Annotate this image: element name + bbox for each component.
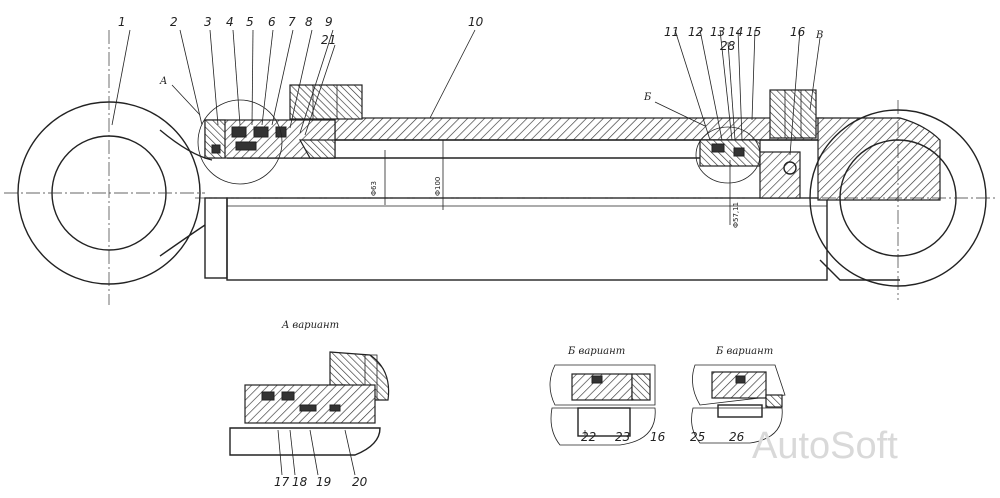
detail-b1-rod <box>550 407 656 446</box>
piston-nut <box>759 151 801 199</box>
callout-5: 5 <box>246 15 254 29</box>
cylinder-cap <box>817 117 941 201</box>
detail-a-callout-18: 18 <box>292 475 308 489</box>
callout-28: 28 <box>720 39 736 53</box>
detail-circle-a <box>197 99 283 185</box>
callout-1: 1 <box>118 15 126 29</box>
detail-b2-callout-26: 26 <box>729 430 745 444</box>
detail-b1-callout-23: 23 <box>615 430 630 444</box>
callout-21: 21 <box>321 33 336 47</box>
callout-8: 8 <box>305 15 313 29</box>
detail-b2-view: Б вариант 25 26 <box>690 346 786 444</box>
callout-9: 9 <box>325 15 333 29</box>
callout-12: 12 <box>688 25 703 39</box>
detail-b2-callout-25: 25 <box>690 430 705 444</box>
detail-circle-b <box>695 126 761 184</box>
callout-16: 16 <box>790 25 806 39</box>
dim-bore: Ф100 <box>434 177 442 196</box>
callout-10: 10 <box>468 15 484 29</box>
detail-a-rod <box>229 427 381 456</box>
detail-a-gland <box>244 384 376 424</box>
detail-b1-piston <box>571 373 633 401</box>
detail-b1-view: Б вариант 22 23 16 <box>549 346 666 446</box>
detail-b2-title: Б вариант <box>715 346 773 357</box>
detail-a-callout-19: 19 <box>316 475 331 489</box>
watermark-text: AutoSoft <box>752 425 898 467</box>
callout-leaders <box>111 29 821 156</box>
dim-rod: Ф63 <box>370 181 378 196</box>
callout-3: 3 <box>204 15 212 29</box>
detail-b1-callout-16: 16 <box>650 430 666 444</box>
callout-numbers: 1 2 3 4 5 6 7 8 9 21 10 11 12 13 14 15 1… <box>118 15 823 103</box>
callout-13: 13 <box>710 25 725 39</box>
detail-a-callout-17: 17 <box>274 475 290 489</box>
section-letter-v: В <box>815 30 823 41</box>
port-block-left <box>289 84 363 120</box>
detail-b1-callout-22: 22 <box>581 430 596 444</box>
callout-7: 7 <box>288 15 296 29</box>
detail-a-title: A вариант <box>281 320 339 331</box>
detail-b2-rod <box>691 407 783 444</box>
section-letter-b: Б <box>643 92 652 103</box>
dim-piston: Ф57,11 <box>732 202 740 228</box>
cylinder-barrel-wall <box>334 117 824 141</box>
detail-b1-title: Б вариант <box>567 346 625 357</box>
main-assembly <box>4 30 995 305</box>
section-letter-a: A <box>159 76 167 87</box>
callout-4: 4 <box>226 15 234 29</box>
callout-14: 14 <box>728 25 743 39</box>
callout-6: 6 <box>268 15 276 29</box>
callout-11: 11 <box>664 25 679 39</box>
detail-a-callout-20: 20 <box>352 475 368 489</box>
callout-2: 2 <box>170 15 178 29</box>
callout-15: 15 <box>746 25 761 39</box>
rod-end-collar <box>204 197 228 279</box>
detail-a-view: A вариант 17 18 19 20 <box>229 320 390 489</box>
